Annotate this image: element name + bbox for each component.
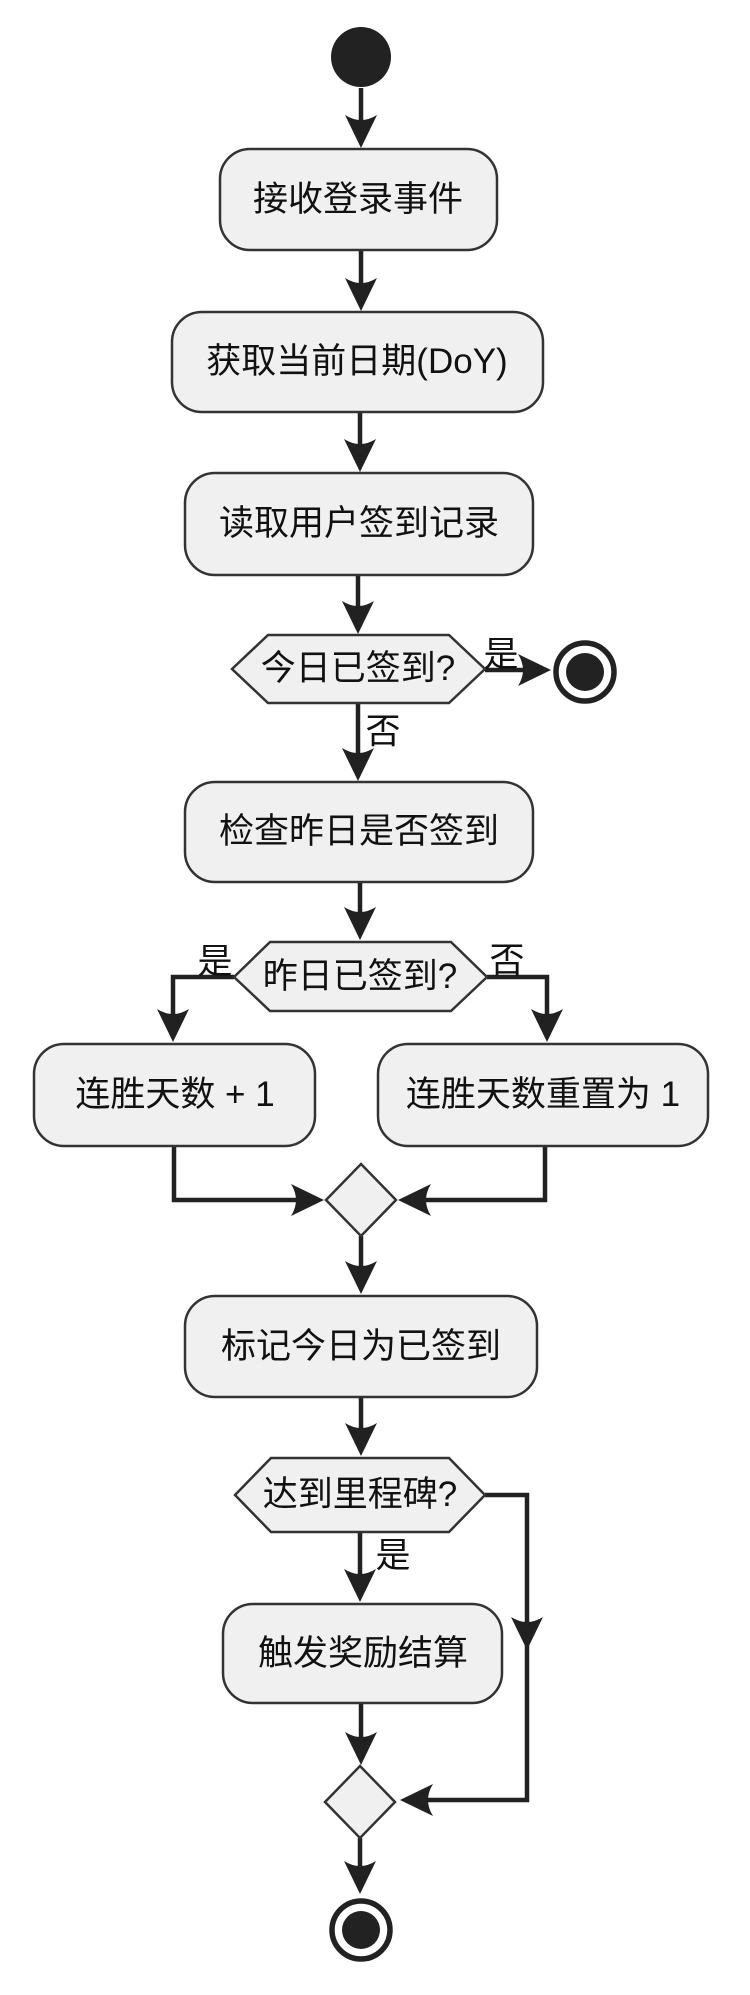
edge-streakreset-to-merge (422, 1146, 548, 1203)
edge-label-today-no: 否 (365, 712, 401, 752)
initial-node (331, 27, 391, 87)
activity-box-streak-plus (32, 1042, 317, 1148)
arrowhead-into-streakreset (531, 1009, 563, 1042)
merge-diamond-streak (324, 1162, 398, 1238)
edge-label-yesterday-yes: 是 (197, 942, 233, 982)
label-check-yesterday: 检查昨日是否签到 (218, 811, 500, 851)
edge-label-milestone-yes: 是 (375, 1536, 411, 1576)
arrowhead-into-final-early (518, 654, 551, 686)
activity-box-streak-reset (376, 1042, 710, 1148)
arrowhead-into-merge2-right (400, 1784, 433, 1816)
edge-label-yesterday-no: 否 (489, 941, 525, 981)
merge-diamond-end (323, 1764, 397, 1840)
decision-hexagon-yesterday-signed (232, 940, 489, 1013)
label-streak-reset: 连胜天数重置为 1 (405, 1074, 681, 1114)
arrowhead-into-streakplus (157, 1009, 189, 1042)
label-yesterday-signed: 昨日已签到? (262, 956, 458, 996)
arrowhead-into-getdate (345, 278, 377, 311)
final-node-early-dot (566, 653, 604, 691)
arrowhead-into-merge-left (291, 1184, 324, 1216)
decision-hexagon-milestone (233, 1456, 487, 1534)
arrowhead-into-mark (345, 1261, 377, 1294)
final-node-dot (342, 1911, 380, 1949)
arrowhead-into-todaydecision (342, 601, 374, 634)
arrowhead-into-receive (345, 115, 377, 148)
activity-box-check-yesterday (183, 780, 535, 884)
arrowhead-into-merge2-top (345, 1732, 377, 1765)
activity-box-reward (221, 1602, 504, 1705)
arrowhead-into-reward (344, 1569, 376, 1602)
arrowhead-into-yesterdaydecision (344, 907, 376, 940)
decision-hexagon-today-signed (230, 633, 487, 705)
arrowhead-into-final (344, 1861, 376, 1894)
label-reward: 触发奖励结算 (257, 1633, 469, 1673)
label-milestone: 达到里程碑? (262, 1474, 458, 1514)
edge-label-today-yes: 是 (483, 635, 519, 675)
activity-box-get-date (170, 310, 545, 414)
arrowhead-into-check (342, 748, 374, 781)
arrowhead-into-read (344, 439, 376, 472)
edge-yesterday-yes (170, 974, 234, 1017)
activity-box-read-record (183, 471, 535, 577)
arrowhead-bypass-mid (511, 1617, 543, 1650)
activity-box-mark-today (183, 1294, 539, 1399)
edge-yesterday-no (487, 974, 550, 1017)
label-read-record: 读取用户签到记录 (218, 503, 500, 543)
edge-arrowheads (157, 115, 563, 1894)
label-streak-plus: 连胜天数 + 1 (75, 1074, 275, 1114)
activity-box-receive-login (218, 147, 499, 252)
label-receive-login: 接收登录事件 (252, 179, 464, 219)
label-mark-today: 标记今日为已签到 (220, 1326, 502, 1366)
label-get-date: 获取当前日期(DoY) (206, 341, 508, 381)
edge-streakplus-to-merge (171, 1146, 300, 1203)
label-today-signed: 今日已签到? (260, 648, 456, 688)
arrowhead-into-merge-right (398, 1184, 431, 1216)
arrowhead-into-milestone (345, 1423, 377, 1456)
